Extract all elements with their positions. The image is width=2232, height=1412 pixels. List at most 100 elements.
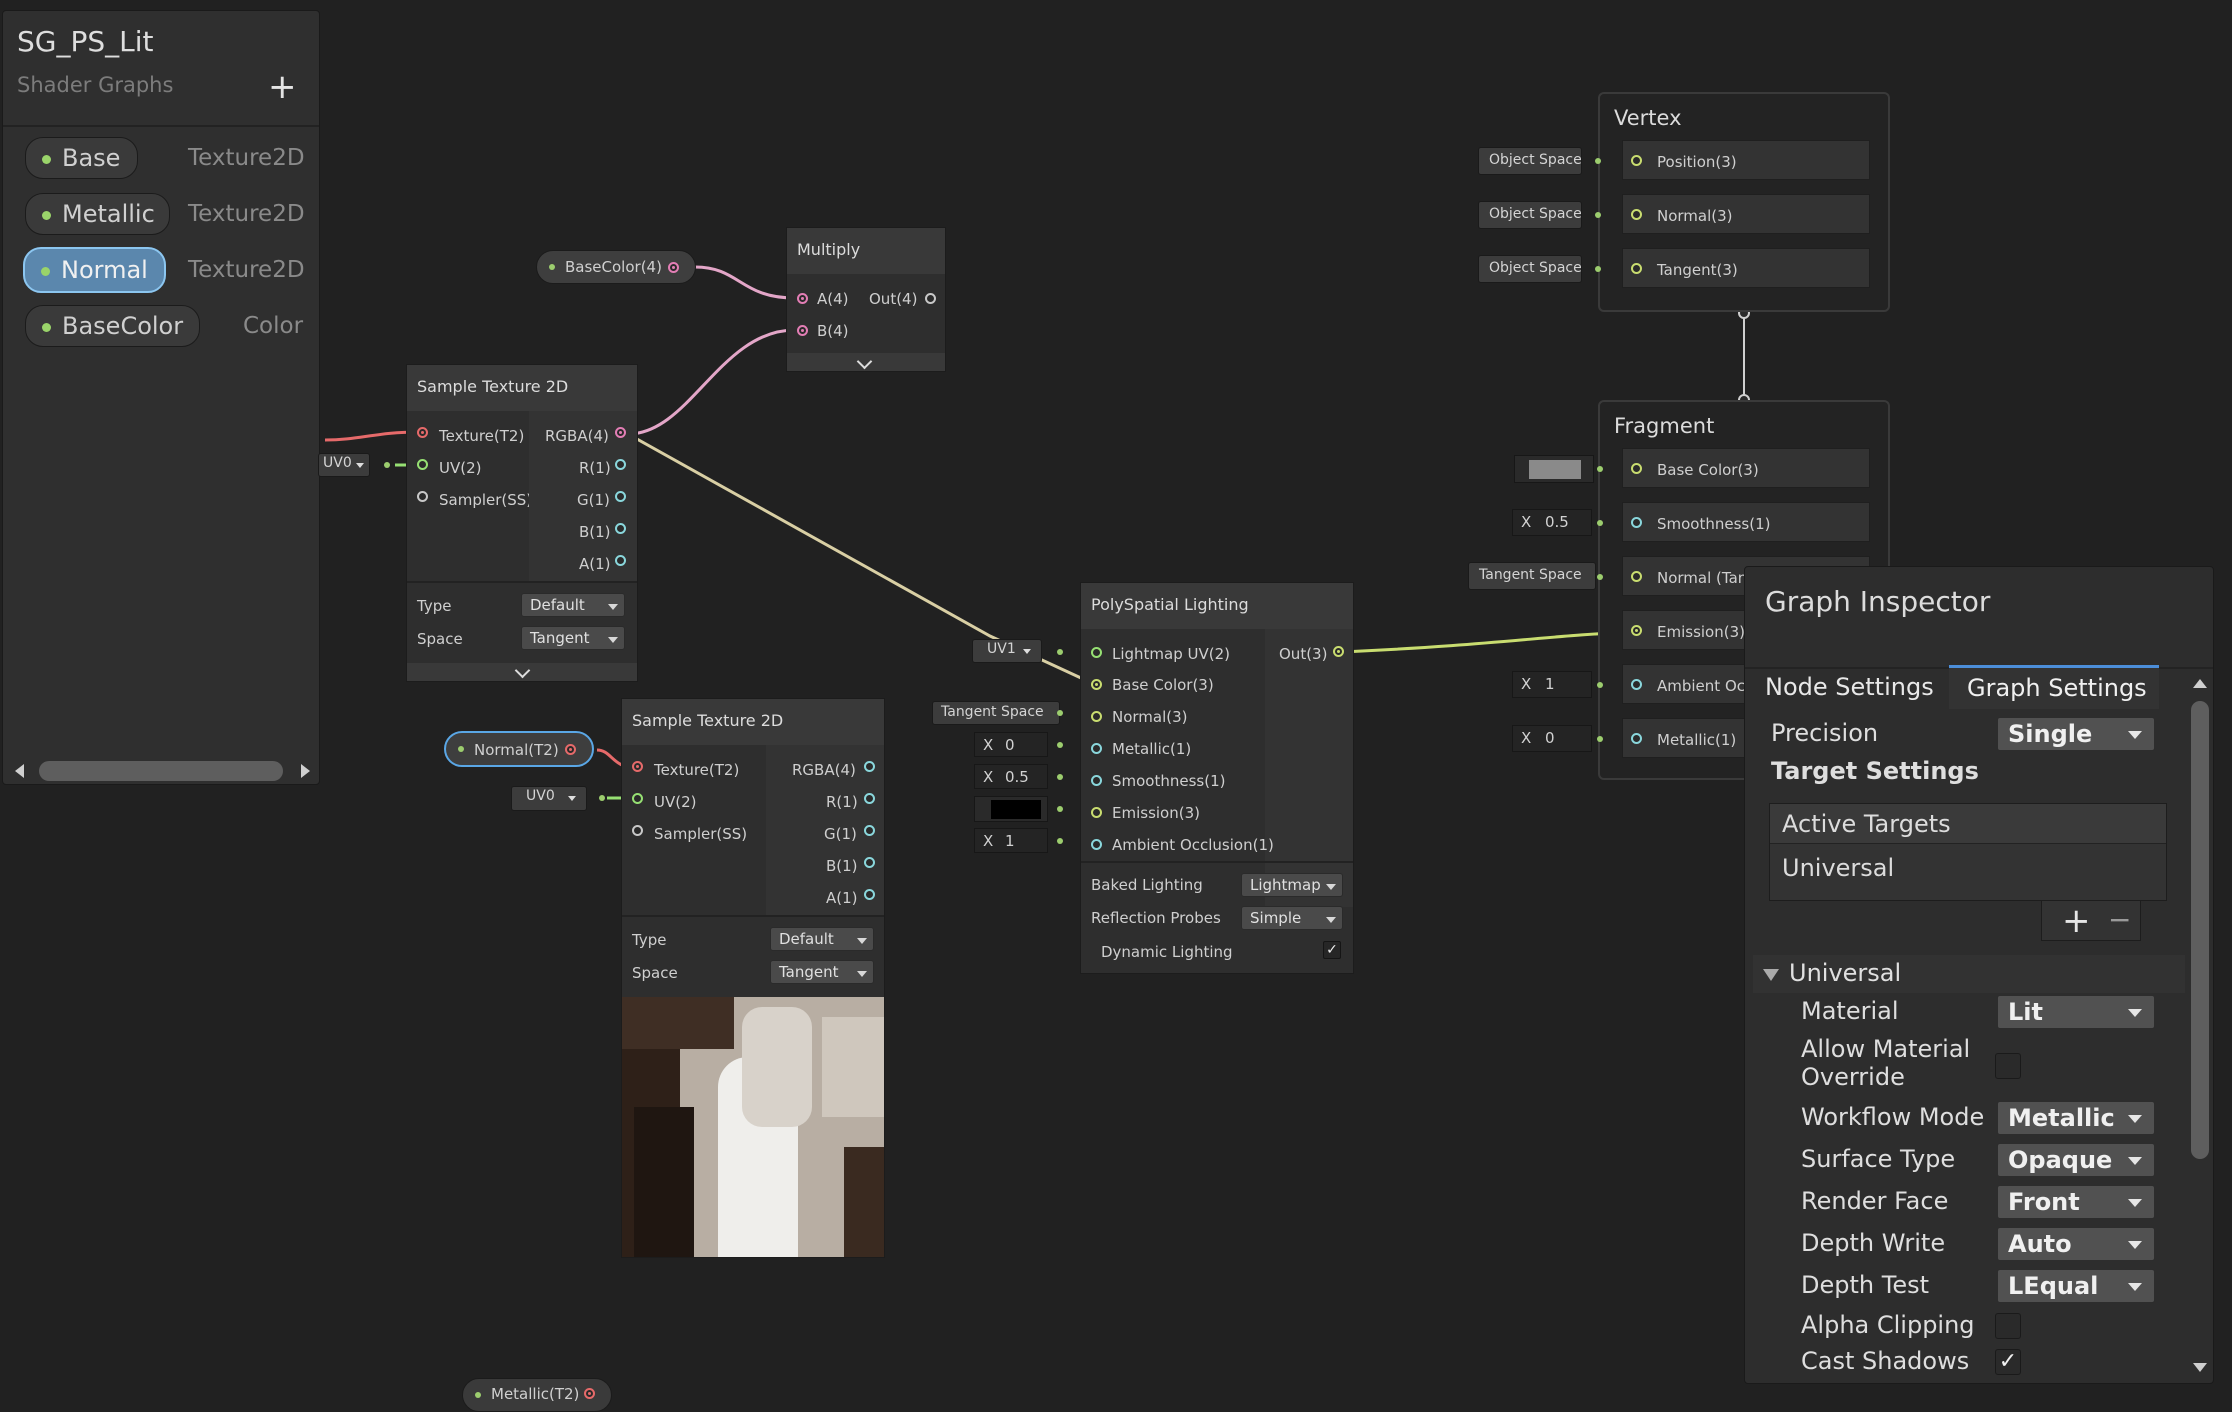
output-port-rgba[interactable] [864, 761, 875, 772]
render-face-dropdown[interactable]: Front [1997, 1185, 2155, 1219]
scroll-down-arrow[interactable] [2193, 1363, 2207, 1372]
smoothness-field[interactable]: X 0.5 [1512, 509, 1592, 536]
list-item[interactable]: Universal [1782, 854, 1894, 882]
surface-type-dropdown[interactable]: Opaque [1997, 1143, 2155, 1177]
output-port-a[interactable] [864, 889, 875, 900]
property-pill-normal[interactable]: Normal [23, 247, 166, 293]
normal-property-node[interactable]: Normal(T2) [444, 731, 594, 767]
sample-texture-node-2[interactable]: Sample Texture 2D Texture(T2) UV(2) Samp… [621, 698, 885, 1258]
fragment-block-base-color[interactable]: Base Color(3) [1622, 448, 1870, 488]
vertex-block-tangent[interactable]: Tangent(3) [1622, 248, 1870, 288]
output-port[interactable] [668, 262, 679, 273]
tab-graph-settings[interactable]: Graph Settings [1949, 665, 2159, 709]
output-port-r[interactable] [615, 459, 626, 470]
baked-lighting-dropdown[interactable]: Lightmap [1241, 873, 1343, 897]
horizontal-scrollbar-thumb[interactable] [39, 761, 283, 781]
add-property-button[interactable]: + [268, 67, 297, 107]
emission-color-swatch[interactable] [974, 796, 1048, 822]
fragment-block-smoothness[interactable]: Smoothness(1) [1622, 502, 1870, 542]
reflection-probes-dropdown[interactable]: Simple [1241, 906, 1343, 930]
vertex-block-normal[interactable]: Normal(3) [1622, 194, 1870, 234]
output-port-g[interactable] [864, 825, 875, 836]
depth-write-dropdown[interactable]: Auto [1997, 1227, 2155, 1261]
depth-test-dropdown[interactable]: LEqual [1997, 1269, 2155, 1303]
input-port[interactable] [1631, 571, 1642, 582]
input-port[interactable] [1631, 463, 1642, 474]
alpha-clipping-checkbox[interactable] [1995, 1313, 2021, 1339]
input-port[interactable] [1631, 517, 1642, 528]
input-port-texture[interactable] [417, 427, 428, 438]
polyspatial-lighting-node[interactable]: PolySpatial Lighting Out(3) Lightmap UV(… [1080, 582, 1354, 974]
output-port[interactable] [925, 293, 936, 304]
type-dropdown[interactable]: Default [521, 593, 625, 617]
sample-texture-node-1[interactable]: Sample Texture 2D Texture(T2) UV(2) Samp… [406, 364, 638, 682]
workflow-mode-dropdown[interactable]: Metallic [1997, 1101, 2155, 1135]
input-port[interactable] [1631, 263, 1642, 274]
property-pill-metallic[interactable]: Metallic [25, 193, 170, 235]
basecolor-property-node[interactable]: BaseColor(4) [536, 250, 696, 284]
uv0-input-a[interactable]: UV0 [318, 453, 370, 477]
base-color-swatch[interactable] [1514, 455, 1594, 483]
object-space-input-3[interactable]: Object Space [1478, 255, 1582, 283]
scroll-up-arrow[interactable] [2193, 679, 2207, 688]
input-port-b[interactable] [797, 325, 808, 336]
output-port-b[interactable] [864, 857, 875, 868]
material-dropdown[interactable]: Lit [1997, 995, 2155, 1029]
input-port[interactable] [1631, 679, 1642, 690]
output-port-b[interactable] [615, 523, 626, 534]
allow-material-override-checkbox[interactable] [1995, 1053, 2021, 1079]
input-port-base-color[interactable] [1091, 679, 1102, 690]
output-port-rgba[interactable] [615, 427, 626, 438]
output-port-a[interactable] [615, 555, 626, 566]
vertex-block-position[interactable]: Position(3) [1622, 140, 1870, 180]
input-port-uv[interactable] [417, 459, 428, 470]
input-port-normal[interactable] [1091, 711, 1102, 722]
input-port-ambient-occlusion[interactable] [1091, 839, 1102, 850]
add-target-button[interactable]: + [2062, 901, 2091, 941]
property-pill-base[interactable]: Base [25, 137, 138, 179]
vertical-scrollbar-thumb[interactable] [2191, 701, 2209, 1159]
space-dropdown[interactable]: Tangent [770, 960, 874, 984]
output-port[interactable] [565, 744, 576, 755]
input-port[interactable] [1631, 209, 1642, 220]
smoothness-value-field[interactable]: X 0.5 [974, 764, 1048, 789]
input-port-uv[interactable] [632, 793, 643, 804]
uv0-input-b[interactable]: UV0 [511, 786, 587, 811]
output-port-r[interactable] [864, 793, 875, 804]
metallic-property-node[interactable]: Metallic(T2) [462, 1378, 612, 1412]
uv1-input[interactable]: UV1 [972, 639, 1042, 663]
vertex-context[interactable]: Vertex Position(3) Normal(3) Tangent(3) [1598, 92, 1890, 312]
output-port-g[interactable] [615, 491, 626, 502]
input-port[interactable] [1631, 155, 1642, 166]
type-dropdown[interactable]: Default [770, 927, 874, 951]
input-port-a[interactable] [797, 293, 808, 304]
ambient-occlusion-field[interactable]: X 1 [1512, 671, 1592, 698]
output-port[interactable] [584, 1388, 595, 1399]
input-port-sampler[interactable] [632, 825, 643, 836]
input-port-sampler[interactable] [417, 491, 428, 502]
tab-node-settings[interactable]: Node Settings [1765, 673, 1934, 701]
output-port[interactable] [1333, 646, 1344, 657]
object-space-input-1[interactable]: Object Space [1478, 147, 1582, 175]
ambient-occlusion-value-field[interactable]: X 1 [974, 828, 1048, 853]
object-space-input-2[interactable]: Object Space [1478, 201, 1582, 229]
metallic-field[interactable]: X 0 [1512, 725, 1592, 752]
remove-target-button[interactable]: − [2108, 903, 2132, 936]
dynamic-lighting-checkbox[interactable]: ✓ [1323, 941, 1341, 959]
precision-dropdown[interactable]: Single [1997, 717, 2155, 751]
input-port-lightmap-uv[interactable] [1091, 647, 1102, 658]
property-pill-basecolor[interactable]: BaseColor [25, 305, 200, 347]
cast-shadows-checkbox[interactable]: ✓ [1995, 1349, 2021, 1375]
input-port-texture[interactable] [632, 761, 643, 772]
scroll-left-arrow[interactable] [15, 764, 24, 778]
input-port[interactable] [1631, 733, 1642, 744]
metallic-value-field[interactable]: X 0 [974, 732, 1048, 757]
universal-section-header[interactable]: Universal [1753, 955, 2185, 993]
space-dropdown[interactable]: Tangent [521, 626, 625, 650]
input-port-smoothness[interactable] [1091, 775, 1102, 786]
multiply-node[interactable]: Multiply A(4) B(4) Out(4) [786, 227, 946, 372]
input-port[interactable] [1631, 625, 1642, 636]
input-port-metallic[interactable] [1091, 743, 1102, 754]
tangent-space-input[interactable]: Tangent Space [932, 701, 1060, 725]
tangent-space-input-fragment[interactable]: Tangent Space [1468, 562, 1596, 590]
